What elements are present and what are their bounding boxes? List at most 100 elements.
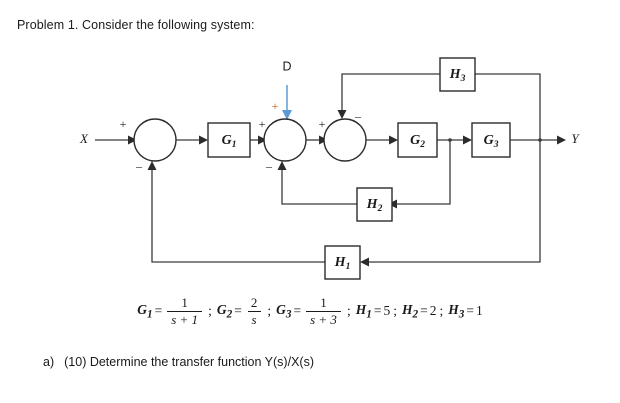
equation-g1: G1 = 1 s + 1 ;: [137, 296, 217, 326]
eq-g1-denominator: s + 1: [167, 310, 203, 327]
block-g2-sub: 2: [419, 140, 425, 150]
eq-sep-4: ;: [393, 303, 397, 319]
eq-g1-equals: =: [154, 303, 163, 319]
eq-h1-value: 5: [383, 303, 391, 319]
block-g3: G3: [471, 122, 511, 158]
summing-junction-3: [323, 118, 367, 162]
svg-text:H1: H1: [334, 255, 351, 272]
arrow-h1-to-sum1: [147, 161, 157, 170]
block-h2-base: H: [366, 197, 379, 212]
arrow-sum1-to-g1: [199, 135, 208, 145]
block-h1-sub: 1: [346, 262, 351, 272]
block-g1-sub: 1: [232, 140, 237, 150]
eq-h2-value: 2: [429, 303, 437, 319]
block-g3-sub: 3: [493, 140, 499, 150]
sign-sum2-feedback: –: [265, 159, 273, 173]
arrow-g3-to-y: [557, 135, 566, 145]
arrow-h2-to-sum2: [277, 161, 287, 170]
sign-sum3-feedback: –: [354, 109, 362, 123]
eq-h1-sub: 1: [366, 308, 372, 321]
question-text: (10) Determine the transfer function Y(s…: [64, 355, 314, 369]
svg-text:G2: G2: [410, 133, 425, 150]
eq-h3-sub: 3: [458, 308, 465, 321]
eq-sep-2: ;: [267, 303, 272, 319]
eq-g1-fraction: 1 s + 1: [167, 295, 203, 327]
eq-g3-sub: 3: [285, 308, 292, 321]
sign-sum1-input: +: [120, 117, 127, 131]
block-g1-base: G: [222, 133, 232, 148]
eq-g2-fraction: 2 s: [247, 296, 262, 326]
block-h3-sub: 3: [460, 74, 466, 84]
question-label: a): [43, 355, 55, 369]
eq-h1-equals: =: [373, 303, 382, 319]
sign-sum3-input: +: [319, 117, 326, 131]
eq-h1-lhs: H: [355, 301, 367, 317]
eq-h3-equals: =: [466, 303, 475, 319]
eq-g3-equals: =: [293, 303, 302, 319]
arrow-d-to-sum2: [282, 110, 292, 120]
equation-h2: H2 = 2 ;: [402, 302, 448, 321]
eq-sep-5: ;: [439, 303, 444, 319]
disturbance-label-d: D: [282, 59, 291, 73]
eq-g3-denominator: s + 3: [306, 310, 341, 327]
eq-g2-sub: 2: [226, 308, 233, 321]
wire-h3-to-sum3: [341, 73, 440, 110]
sign-sum2-disturbance: +: [272, 99, 279, 113]
svg-text:H3: H3: [449, 67, 466, 84]
block-g1: G1: [207, 122, 251, 158]
equation-g2: G2 = 2 s ;: [217, 296, 276, 326]
summing-junction-1: [133, 118, 177, 162]
block-g3-base: G: [484, 133, 494, 148]
block-h3: H3: [439, 57, 476, 92]
sign-sum1-feedback: –: [135, 159, 143, 173]
eq-g2-equals: =: [234, 303, 242, 319]
wire-g2-tap-to-h2: [397, 140, 451, 205]
eq-g1-sub: 1: [146, 308, 153, 321]
output-label-y: Y: [571, 131, 580, 146]
eq-sep-3: ;: [346, 303, 351, 319]
block-diagram-svg: + – + + – + – G1 G2 G3 H1 H2: [79, 57, 580, 280]
eq-h3-value: 1: [476, 303, 483, 319]
block-h3-base: H: [449, 67, 462, 82]
problem-title: Problem 1. Consider the following system…: [17, 18, 255, 32]
arrow-x-to-sum1: [128, 135, 137, 145]
eq-g3-fraction: 1 s + 3: [306, 296, 341, 326]
svg-text:G3: G3: [484, 133, 499, 150]
arrow-h3-to-sum3: [337, 110, 347, 119]
eq-g2-numerator: 2: [250, 295, 258, 310]
arrow-g2-to-g3: [463, 135, 472, 145]
block-diagram-figure: + – + + – + – G1 G2 G3 H1 H2: [0, 45, 620, 295]
svg-text:G1: G1: [222, 133, 237, 150]
eq-h2-lhs: H: [401, 301, 413, 317]
eq-h2-sub: 2: [412, 308, 419, 321]
block-h2: H2: [356, 187, 393, 222]
wire-y-tap-to-h1: [369, 140, 541, 263]
block-h1: H1: [324, 245, 361, 280]
block-g2: G2: [397, 122, 438, 158]
wire-h2-to-sum2: [281, 170, 357, 205]
tap-node-after-g2: [448, 138, 452, 142]
equation-h1: H1 = 5 ;: [356, 302, 402, 321]
eq-g1-lhs: G: [137, 301, 147, 317]
arrow-into-h1: [360, 257, 369, 267]
svg-text:H2: H2: [366, 197, 383, 214]
eq-g2-lhs: G: [216, 301, 227, 317]
tap-node-output: [538, 138, 542, 142]
eq-sep-1: ;: [208, 303, 212, 319]
eq-g3-lhs: G: [276, 301, 286, 317]
eq-h2-equals: =: [420, 303, 428, 319]
wire-h1-to-sum1: [151, 170, 325, 263]
block-h2-sub: 2: [377, 204, 383, 214]
summing-junction-2: [263, 118, 307, 162]
equation-g3: G3 = 1 s + 3 ;: [276, 296, 356, 326]
wire-y-tap-to-h3: [475, 73, 541, 140]
equations-line: G1 = 1 s + 1 ; G2 = 2 s ; G3 = 1 s + 3 ;…: [0, 296, 620, 326]
eq-g3-numerator: 1: [320, 295, 327, 310]
equation-h3: H3 = 1: [448, 302, 483, 321]
eq-g2-denominator: s: [247, 310, 261, 327]
sign-sum2-input: +: [259, 117, 266, 131]
eq-g1-numerator: 1: [181, 295, 188, 310]
question-part-a: a) (10) Determine the transfer function Y…: [43, 355, 314, 369]
arrow-sum3-to-g2: [389, 135, 398, 145]
arrow-g1-to-sum2: [258, 135, 267, 145]
